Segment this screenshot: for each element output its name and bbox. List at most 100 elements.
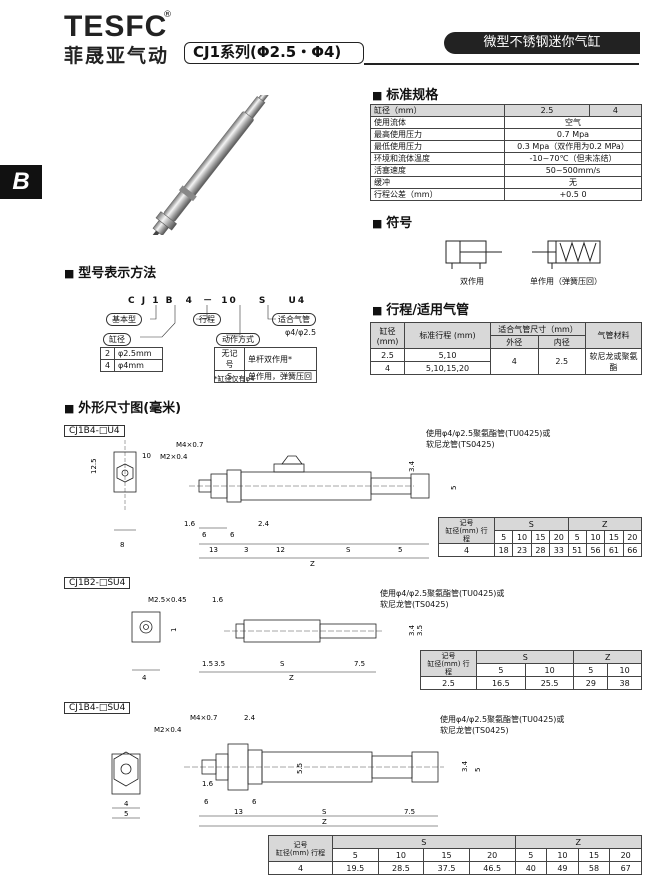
header-cell: 10: [585, 530, 606, 544]
spec-cell: 行程公差（mm）: [370, 188, 505, 201]
header-cell: 20: [609, 848, 642, 862]
table-row: 行程公差（mm）+0.5 0: [370, 188, 642, 201]
drawing1-note2: 软尼龙管(TS0425): [426, 440, 495, 449]
data-cell: 33: [549, 543, 569, 557]
data-cell: 49: [546, 861, 579, 875]
data-cell: 28: [530, 543, 551, 557]
data-cell: 2.5: [420, 676, 477, 690]
dim-text: 4: [124, 800, 129, 808]
data-cell: 56: [585, 543, 606, 557]
table-row: 2.5 5,10 4 2.5 软尼龙或聚氨酯: [370, 348, 642, 375]
header-cell: 缸径(mm): [275, 848, 309, 857]
dim-text: 7.5: [404, 808, 415, 816]
drawing2: M2.5×0.45 1.6 1 1.5 3.5 S 7.5 Z 4 3.4 3.…: [131, 596, 424, 682]
dim-text: 1.6: [202, 780, 214, 788]
header-cell: 行程: [311, 848, 326, 857]
table-row: 记号缸径(mm) 行程 S Z: [420, 650, 642, 677]
dim-text: 4: [142, 674, 147, 682]
code-cell: 2: [100, 347, 115, 360]
header-cell: 外径: [490, 335, 539, 349]
code-char: 1: [152, 296, 161, 306]
header-cell: 20: [622, 530, 643, 544]
data-cell: 37.5: [423, 861, 470, 875]
stroke-title: 行程/适用气管: [372, 299, 469, 318]
dim-text: 6: [230, 531, 235, 539]
dim-text: M2.5×0.45: [148, 596, 187, 604]
data-cell: 19.5: [332, 861, 379, 875]
header-cell: 记号: [441, 651, 456, 660]
spec-cell: 4: [588, 104, 643, 117]
data-cell: 51: [567, 543, 587, 557]
table-row: 环境和流体温度-10~70℃（但未冻结）: [370, 152, 642, 165]
code-cell: 单作用，弹簧压回: [244, 370, 317, 383]
header-cell: 5: [332, 848, 379, 862]
table-row: 外径 内径: [371, 335, 642, 349]
section-tab: B: [0, 165, 42, 199]
model-bore-label: 缸径: [103, 333, 131, 346]
table-row: 记号缸径(mm) 行程 S Z: [438, 517, 642, 544]
drawing2-note1: 使用φ4/φ2.5聚氨酯管(TU0425)或: [380, 589, 505, 598]
dim-text: M2×0.4: [160, 453, 188, 461]
spec-cell: +0.5 0: [504, 188, 642, 201]
dim-text: 13: [234, 808, 243, 816]
code-cell: φ4mm: [114, 359, 163, 372]
dim-text: Z: [289, 674, 294, 682]
dim-text: S: [280, 660, 285, 668]
dim-text: S: [322, 808, 327, 816]
model-action-label: 动作方式: [216, 333, 260, 346]
drawing3: M4×0.7 M2×0.4 2.4 1.6 6 6 13 S 7.5 Z 4 5…: [111, 714, 482, 827]
spec-cell: 活塞速度: [370, 164, 505, 177]
code-cell: 单杆双作用*: [244, 347, 317, 371]
dim-text: 5: [474, 768, 482, 772]
drawing3-label: CJ1B4-□SU4: [64, 702, 131, 714]
dim-text: M4×0.7: [176, 441, 204, 449]
header-cell: 5: [567, 530, 587, 544]
header-cell: 行程: [463, 526, 488, 543]
drawing3-note2: 软尼龙管(TS0425): [440, 726, 509, 735]
code-char: S: [258, 296, 268, 306]
spec-cell: 使用流体: [370, 116, 505, 129]
spec-cell: 2.5: [504, 104, 590, 117]
dim-text: Z: [310, 560, 315, 568]
model-code: C J 1 B 4 － 10 S U4: [128, 293, 306, 306]
code-char: U4: [288, 296, 307, 306]
dim-text: 5: [398, 546, 402, 554]
header-cell: Z: [567, 517, 642, 531]
header-cell: 20: [549, 530, 569, 544]
header-cell: Z: [514, 835, 642, 849]
code-cell: φ2.5mm: [114, 347, 163, 360]
code-char: B: [165, 296, 175, 306]
series-title: CJ1系列(Φ2.5・Φ4): [184, 42, 364, 64]
registered-mark: ®: [163, 10, 172, 20]
data-cell: 4: [268, 861, 333, 875]
header-cell: 气管材料: [585, 322, 642, 349]
drawing1-label: CJ1B4-□U4: [64, 425, 125, 437]
model-tube-value: φ4/φ2.5: [285, 328, 317, 337]
data-cell: 18: [493, 543, 514, 557]
data-cell: 38: [607, 676, 642, 690]
brand-logo-cn: 菲晟亚气动: [64, 45, 170, 67]
dim-text: 2.4: [258, 520, 270, 528]
header-cell: 10: [512, 530, 532, 544]
code-char: J: [141, 296, 148, 306]
dim-text: M4×0.7: [190, 714, 218, 722]
header-cell: S: [494, 517, 569, 531]
dim-text: 5: [124, 810, 128, 818]
code-char: 4: [185, 296, 194, 306]
dim-text: 10: [142, 452, 151, 460]
spec-cell: 缓冲: [370, 176, 505, 189]
code-cell: 无记号: [214, 347, 245, 371]
header-cell: 5: [573, 663, 609, 677]
header-cell: 记号: [459, 518, 474, 527]
data-cell: 25.5: [524, 676, 575, 690]
dim-text: Z: [322, 818, 327, 826]
